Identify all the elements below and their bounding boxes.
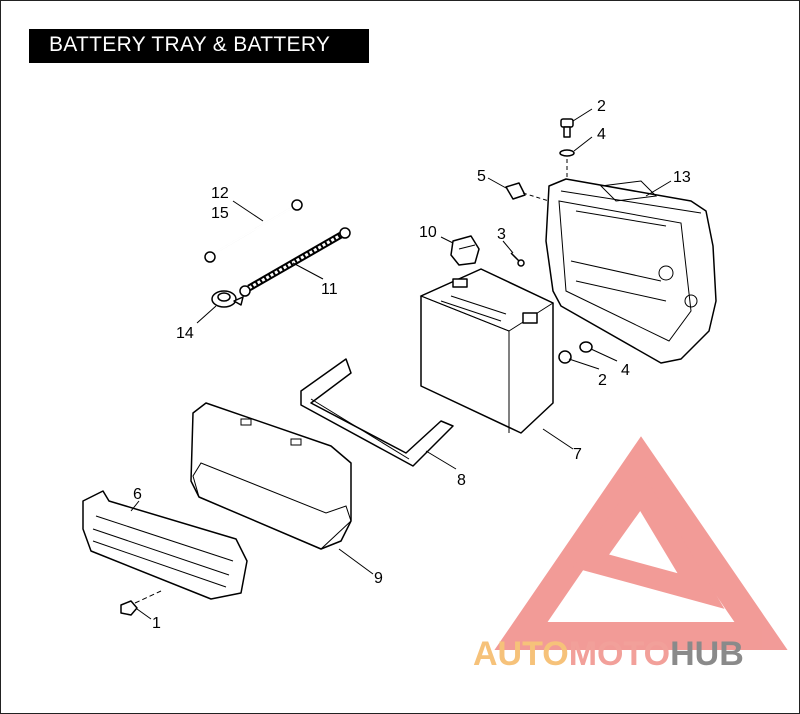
callout-1: 1 bbox=[152, 615, 161, 632]
callout-8: 8 bbox=[457, 472, 466, 489]
callout-4-side: 4 bbox=[621, 362, 630, 379]
fitting bbox=[505, 182, 550, 202]
callout-2-top: 2 bbox=[597, 98, 606, 115]
svg-text:AUTOMOTOHUB: AUTOMOTOHUB bbox=[473, 635, 744, 673]
ground-strap bbox=[204, 199, 303, 263]
battery-cover bbox=[190, 402, 352, 550]
callout-9: 9 bbox=[374, 570, 383, 587]
callout-14: 14 bbox=[176, 325, 194, 342]
terminal-cap bbox=[450, 235, 480, 266]
callout-2-side: 2 bbox=[598, 372, 607, 389]
bolt bbox=[120, 590, 162, 616]
terminal-boot bbox=[211, 290, 244, 308]
battery bbox=[419, 268, 555, 434]
callout-5: 5 bbox=[477, 168, 486, 185]
callout-10: 10 bbox=[419, 224, 437, 241]
callout-12: 12 bbox=[211, 185, 229, 202]
title-bar: BATTERY TRAY & BATTERY bbox=[29, 29, 369, 63]
callout-11: 11 bbox=[321, 281, 338, 298]
callout-7: 7 bbox=[573, 446, 582, 463]
diagram-title: BATTERY TRAY & BATTERY bbox=[49, 33, 331, 56]
callout-13: 13 bbox=[673, 169, 691, 186]
leader-lines bbox=[130, 108, 672, 620]
battery-strap bbox=[300, 358, 454, 467]
watermark-text: AUTOMOTOHUB bbox=[473, 635, 744, 673]
washer-side bbox=[579, 341, 593, 353]
callout-3: 3 bbox=[497, 226, 506, 243]
washer-top bbox=[559, 149, 575, 157]
battery-tray bbox=[545, 178, 717, 364]
screw-3 bbox=[510, 252, 525, 267]
watermark-logo-icon bbox=[494, 436, 788, 650]
screw-side bbox=[558, 350, 572, 364]
callout-15: 15 bbox=[211, 205, 229, 222]
screw-top bbox=[560, 118, 574, 138]
battery-cable bbox=[239, 227, 351, 297]
cover-trim bbox=[82, 490, 248, 600]
callout-6: 6 bbox=[133, 486, 142, 503]
callout-4-top: 4 bbox=[597, 126, 606, 143]
